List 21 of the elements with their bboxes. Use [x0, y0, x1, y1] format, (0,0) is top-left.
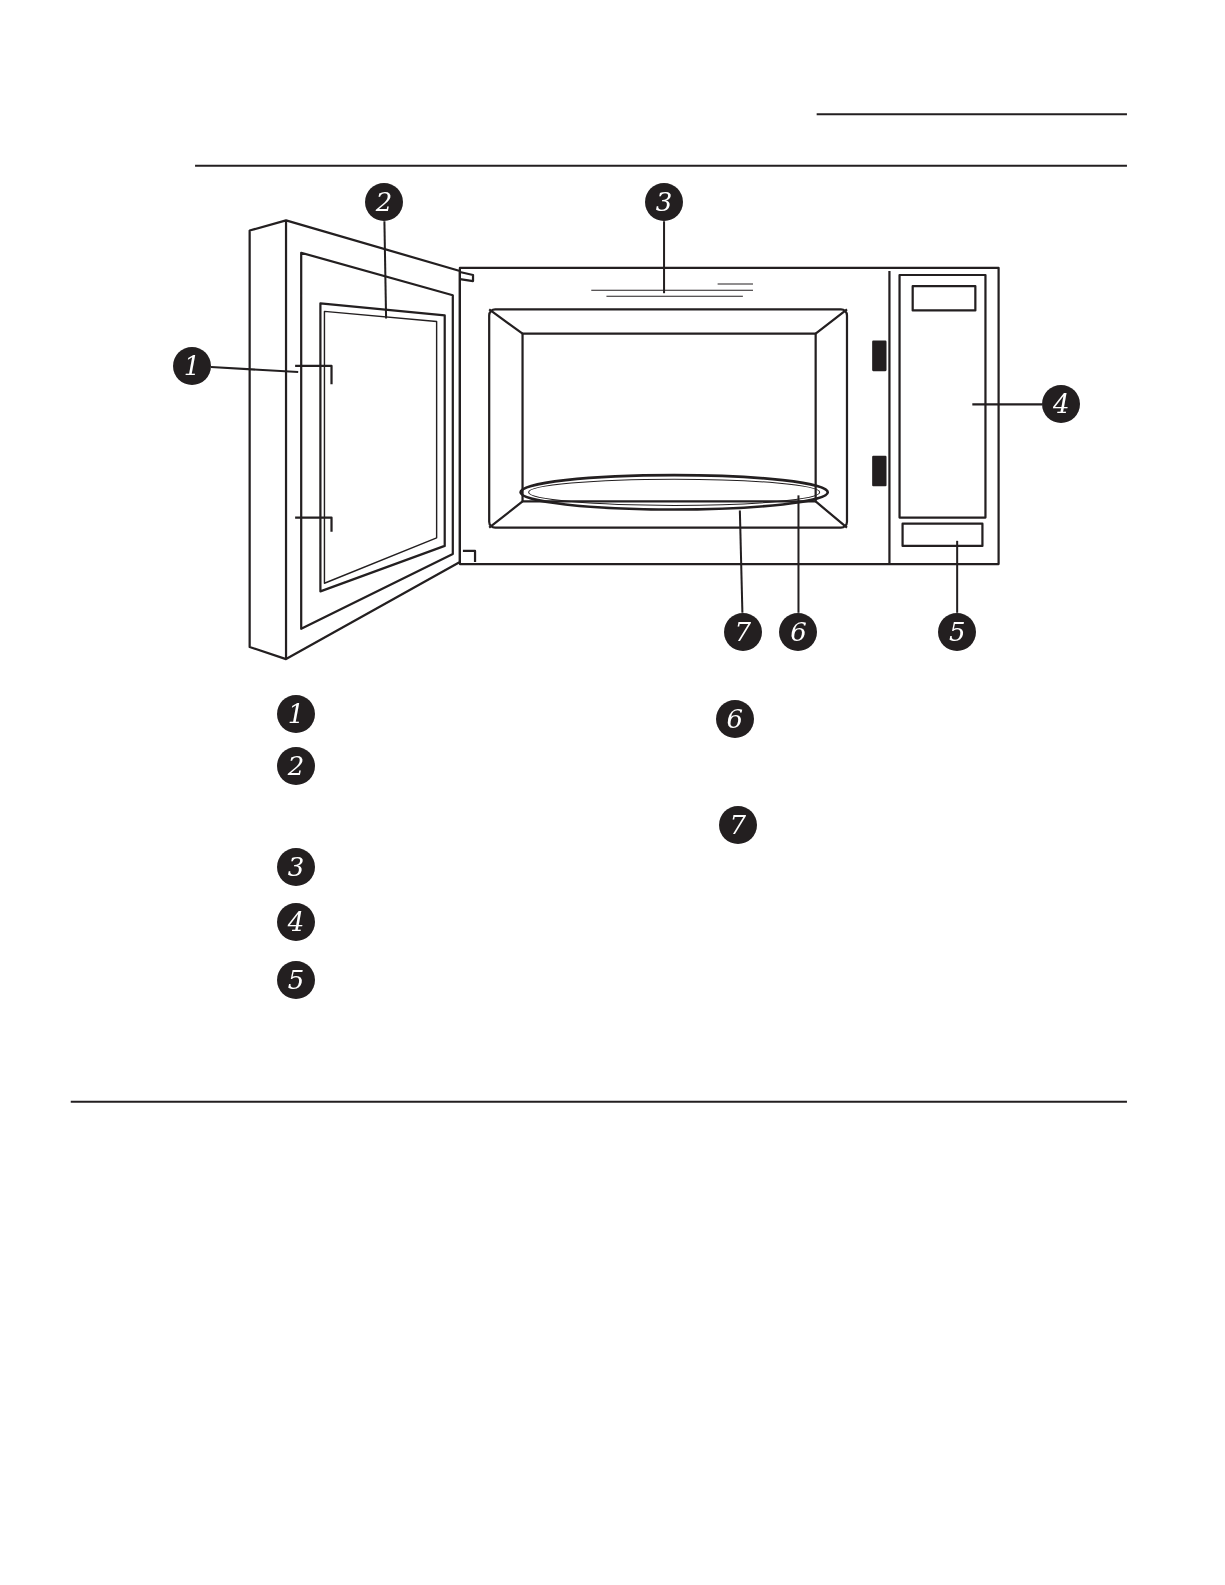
- leader-line: [383, 221, 388, 319]
- callout-number: 2: [277, 747, 316, 786]
- callout-number: 6: [779, 612, 818, 651]
- leader-line: [797, 495, 800, 613]
- callout-number: 5: [938, 612, 977, 651]
- leader-line: [663, 221, 666, 294]
- callout-number: 3: [645, 183, 684, 222]
- callout-number: 4: [1042, 385, 1081, 424]
- leader-line: [972, 403, 1043, 406]
- callout-number: 1: [173, 346, 212, 385]
- leader-line: [956, 540, 959, 613]
- callout-number: 3: [277, 848, 316, 887]
- callout-number: 7: [723, 612, 762, 651]
- callout-number: 5: [277, 961, 316, 1000]
- leader-line: [210, 366, 299, 374]
- callout-number: 4: [277, 902, 316, 941]
- callout-number: 6: [715, 699, 754, 738]
- leader-line: [738, 510, 744, 613]
- callout-number: 7: [718, 805, 757, 844]
- callout-number: 1: [277, 694, 316, 733]
- callout-number: 2: [365, 183, 404, 222]
